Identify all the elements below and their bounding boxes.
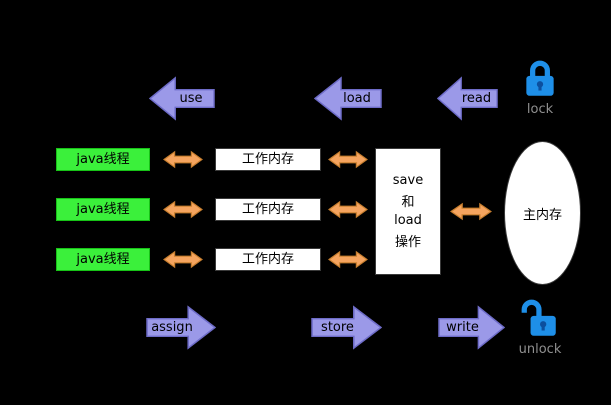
- save-load-line: load: [394, 213, 422, 228]
- bidirectional-arrow-icon: [328, 150, 368, 169]
- java-thread-box: java线程: [56, 198, 150, 221]
- bidirectional-arrow-icon: [450, 202, 492, 221]
- bidirectional-arrow-icon: [328, 200, 368, 219]
- working-memory-box: 工作内存: [215, 148, 321, 171]
- save-load-line: save: [392, 173, 424, 188]
- right-arrow-icon: [311, 305, 382, 350]
- save-load-box: save 和 load 操作: [375, 148, 441, 275]
- lock-icon: [521, 58, 559, 100]
- store-arrow: store: [311, 305, 382, 350]
- unlock-icon: [521, 298, 559, 340]
- right-arrow-icon: [146, 305, 216, 350]
- bidirectional-arrow-icon: [163, 150, 203, 169]
- use-arrow: use: [149, 76, 215, 121]
- left-arrow-icon: [437, 76, 498, 121]
- left-arrow-icon: [314, 76, 382, 121]
- java-thread-box: java线程: [56, 148, 150, 171]
- main-memory-label: 主内存: [522, 207, 562, 223]
- working-memory-box: 工作内存: [215, 248, 321, 271]
- load-arrow: load: [314, 76, 382, 121]
- bidirectional-arrow-icon: [163, 250, 203, 269]
- left-arrow-icon: [149, 76, 215, 121]
- unlock-label: unlock: [518, 342, 562, 357]
- assign-arrow: assign: [146, 305, 216, 350]
- write-arrow-label: write: [446, 320, 479, 335]
- load-arrow-label: load: [343, 91, 371, 106]
- store-arrow-label: store: [321, 320, 354, 335]
- read-arrow: read: [437, 76, 498, 121]
- assign-arrow-label: assign: [151, 320, 193, 335]
- bidirectional-arrow-icon: [163, 200, 203, 219]
- write-arrow: write: [438, 305, 505, 350]
- read-arrow-label: read: [461, 91, 492, 106]
- save-load-line: 和: [401, 195, 415, 210]
- java-thread-box: java线程: [56, 248, 150, 271]
- right-arrow-icon: [438, 305, 505, 350]
- bidirectional-arrow-icon: [328, 250, 368, 269]
- main-memory-ellipse: 主内存: [504, 141, 581, 285]
- working-memory-box: 工作内存: [215, 198, 321, 221]
- use-arrow-label: use: [179, 91, 203, 106]
- lock-label: lock: [526, 102, 554, 117]
- save-load-line: 操作: [394, 235, 421, 250]
